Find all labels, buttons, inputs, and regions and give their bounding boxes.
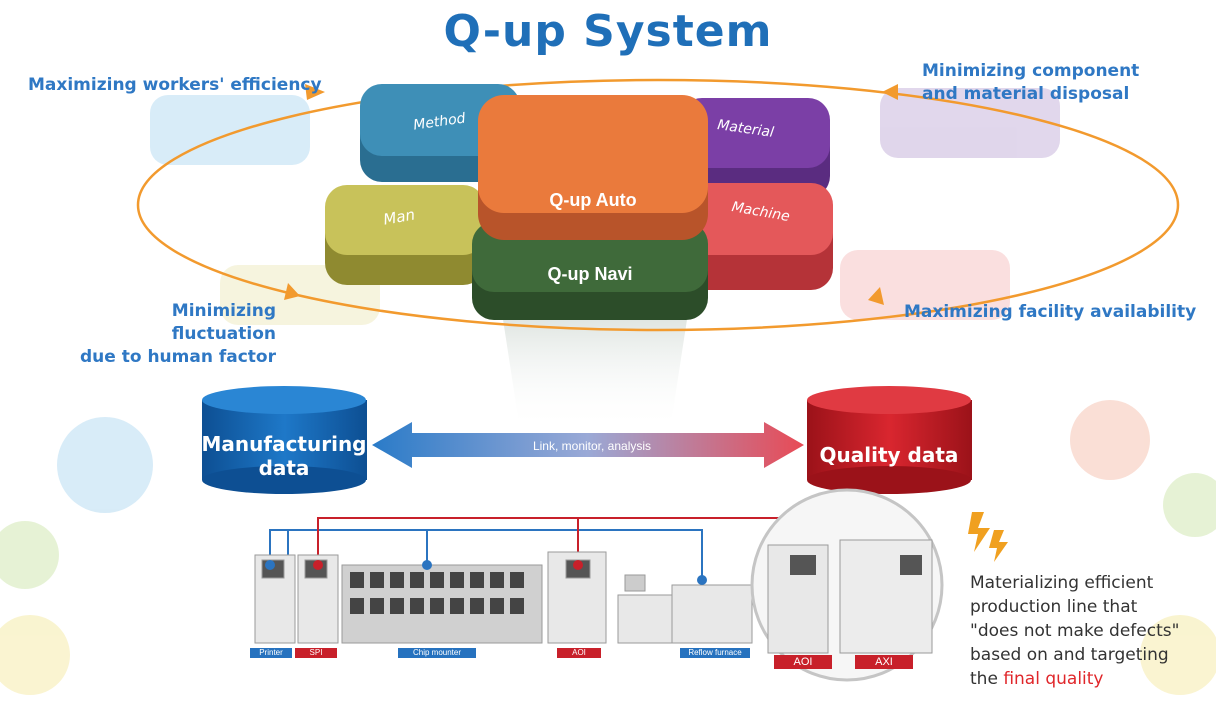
link-arrow [372, 422, 804, 468]
manufacturing-data-line2: data [258, 456, 310, 480]
gear-label-man: Man [382, 205, 416, 228]
light-beam [500, 300, 690, 430]
tag-aoi: AOI [557, 648, 601, 658]
goal-bottom-left: Minimizing fluctuation due to human fact… [66, 300, 276, 369]
lightning-icon [968, 512, 1008, 562]
manufacturing-data-line1: Manufacturing [201, 432, 367, 456]
quality-data-cylinder [807, 386, 972, 494]
caption-line5-prefix: the [970, 669, 1004, 689]
gear-label-navi: Q-up Navi [547, 264, 632, 284]
quality-data-label: Quality data [819, 443, 959, 467]
caption-line4: based on and targeting [970, 645, 1169, 665]
production-line-machines [254, 551, 753, 644]
caption: Materializing efficient production line … [970, 571, 1210, 691]
orbit-arrowheads [284, 84, 898, 305]
tag-aoi-final: AOI [774, 655, 832, 669]
background-gears [0, 88, 1216, 695]
goal-top-right: Minimizing component and material dispos… [922, 60, 1139, 106]
tag-axi: AXI [855, 655, 913, 669]
gear-auto [478, 95, 708, 240]
goal-top-left: Maximizing workers' efficiency [28, 75, 322, 95]
tag-reflow-furnace: Reflow furnace [680, 648, 750, 658]
magnifier-circle [750, 488, 944, 682]
goal-top-right-line2: and material disposal [922, 84, 1130, 104]
caption-line1: Materializing efficient [970, 573, 1154, 593]
gear-label-material: Material [716, 117, 775, 141]
gear-label-auto: Q-up Auto [549, 190, 636, 210]
gear-label-method: Method [412, 110, 466, 133]
goal-top-right-line1: Minimizing component [922, 61, 1140, 81]
page-title: Q-up System [443, 6, 773, 57]
gear-machine [668, 183, 833, 290]
caption-line2: production line that [970, 597, 1138, 617]
tag-printer: Printer [250, 648, 292, 658]
gear-material [680, 98, 830, 198]
gear-man [325, 185, 485, 285]
caption-highlight: final quality [1003, 669, 1104, 689]
goal-bottom-right: Maximizing facility availability [904, 302, 1197, 322]
caption-line5: the final quality [970, 667, 1210, 691]
caption-line3: "does not make defects" [970, 621, 1180, 641]
goal-bottom-left-line1: Minimizing fluctuation [171, 301, 276, 344]
link-label: Link, monitor, analysis [533, 439, 651, 453]
orbit-ellipse [136, 78, 1180, 332]
tag-spi: SPI [295, 648, 337, 658]
manufacturing-data-cylinder [202, 386, 367, 494]
tag-chip-mounter: Chip mounter [398, 648, 476, 658]
goal-bottom-left-line2: due to human factor [80, 347, 276, 367]
manufacturing-data-label: Manufacturing data [200, 432, 368, 480]
